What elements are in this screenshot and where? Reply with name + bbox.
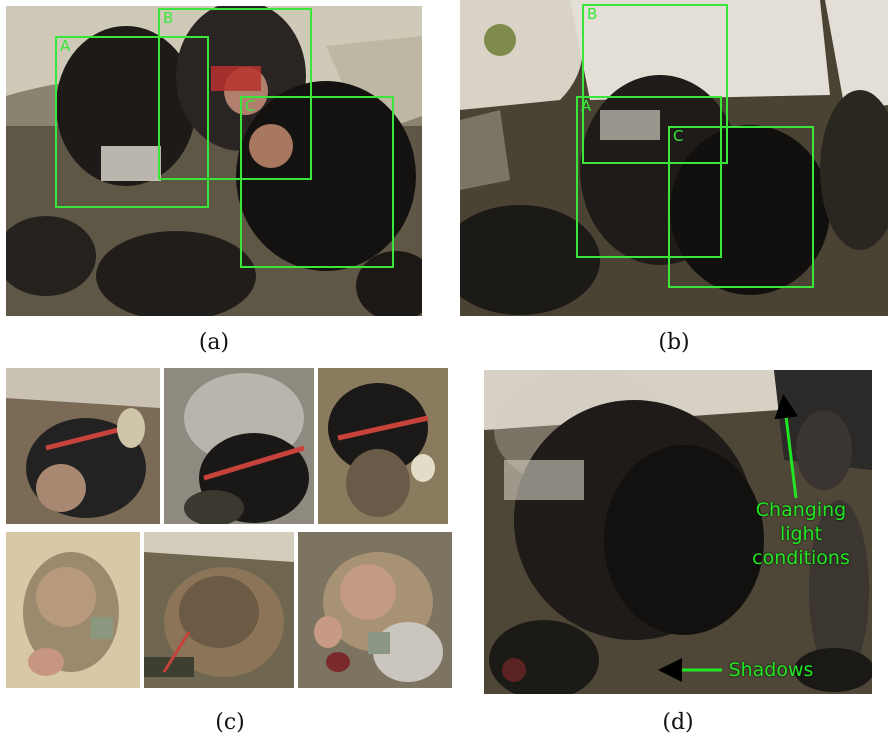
crop-top-1	[6, 368, 160, 524]
annotation-arrows	[658, 394, 799, 682]
bounding-box-b: B	[158, 8, 312, 180]
panel-b-photo: B A C	[460, 0, 888, 316]
light-arrow	[774, 394, 799, 499]
caption-b: (b)	[658, 330, 690, 355]
shadows-annotation: Shadows	[728, 659, 814, 681]
caption-c: (c)	[215, 710, 245, 735]
bounding-box-a: A	[55, 36, 209, 208]
bounding-box-c-panel-b: C	[668, 126, 814, 288]
box-label-a: A	[60, 37, 71, 55]
panel-d-photo: Changing light conditions Shadows	[484, 370, 872, 694]
crop-top-2	[164, 368, 314, 524]
caption-d: (d)	[662, 710, 694, 735]
light-line-2: light	[779, 523, 823, 545]
crop-bottom-3	[298, 532, 452, 688]
box-label-b-panel-b: B	[587, 5, 598, 23]
bounding-box-a-panel-b: A	[576, 96, 722, 258]
crop-top-3	[318, 368, 448, 524]
panel-a-photo: A B C	[6, 6, 422, 316]
box-label-a-panel-b: A	[581, 97, 592, 115]
crop-bottom-2	[144, 532, 294, 688]
caption-a: (a)	[198, 330, 230, 355]
box-label-c: C	[245, 97, 256, 115]
bounding-box-c: C	[240, 96, 394, 268]
light-conditions-annotation: Changing light conditions	[746, 498, 856, 570]
light-line-3: conditions	[752, 547, 850, 569]
crop-bottom-1	[6, 532, 140, 688]
bounding-box-b-panel-b: B	[582, 4, 728, 164]
light-line-1: Changing	[755, 499, 847, 521]
box-label-c-panel-b: C	[673, 127, 684, 145]
box-label-b: B	[163, 9, 174, 27]
